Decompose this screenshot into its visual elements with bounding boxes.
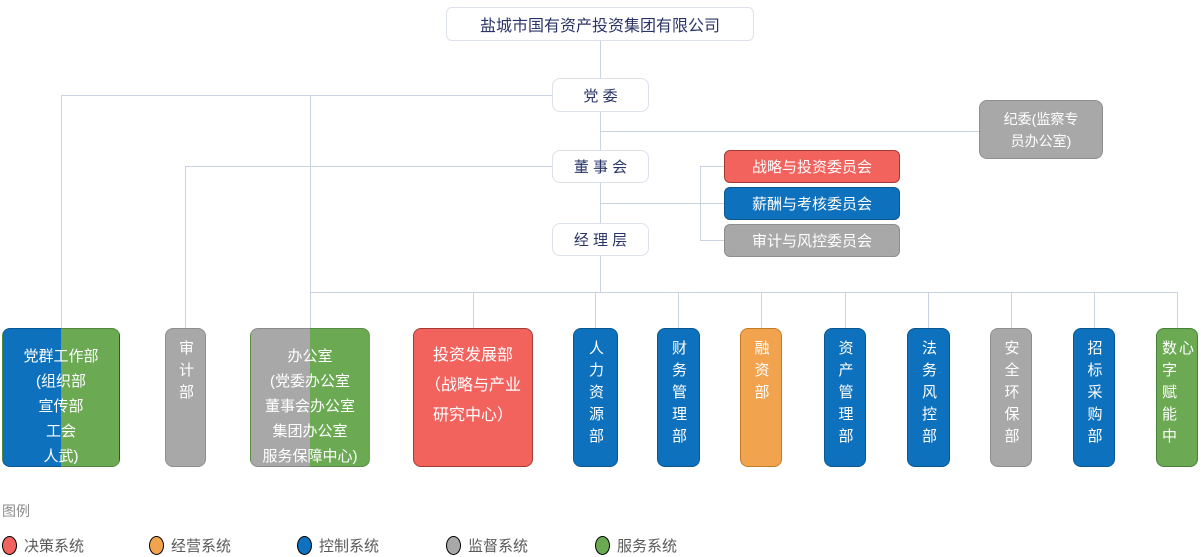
dept-finance-management-box: 财务管理部: [657, 328, 700, 467]
dept-label: 融资部: [752, 340, 770, 406]
legend-label: 控制系统: [319, 538, 380, 555]
management-box: 经 理 层: [552, 223, 649, 256]
connector-line: [600, 256, 601, 292]
legend-swatch-decision: [2, 536, 17, 555]
dept-label: 资产管理部: [836, 340, 854, 450]
connector-line: [61, 95, 62, 328]
dept-party-mass-work-box: 党群工作部 (组织部 宣传部 工会 人武): [2, 328, 120, 467]
connector-line: [600, 203, 724, 204]
discipline-committee-box: 纪委(监察专 员办公室): [979, 100, 1103, 159]
connector-line: [185, 166, 552, 167]
legend-swatch-supervision: [446, 536, 461, 555]
legend-swatch-control: [297, 536, 312, 555]
connector-line: [595, 292, 596, 328]
legend-label: 服务系统: [617, 538, 678, 555]
dept-audit-box: 审计部: [165, 328, 206, 467]
connector-line: [928, 292, 929, 328]
legend-item: 服务系统: [595, 535, 677, 556]
connector-line: [600, 131, 979, 132]
dept-label: 安全环保部: [1002, 340, 1020, 450]
dept-investment-development-box: 投资发展部 （战略与产业 研究中心）: [413, 328, 533, 467]
legend-item: 控制系统: [297, 535, 379, 556]
dept-label: 财务管理部: [670, 340, 687, 450]
legend-label: 决策系统: [24, 538, 85, 555]
connector-line: [185, 166, 186, 328]
dept-legal-risk-box: 法务风控部: [907, 328, 950, 467]
dept-label: 审计部: [177, 340, 194, 406]
connector-line: [845, 292, 846, 328]
dept-general-office-box: 办公室 (党委办公室 董事会办公室 集团办公室 服务保障中心): [250, 328, 370, 467]
legend-item: 决策系统: [2, 535, 84, 556]
connector-line: [761, 292, 762, 328]
org-root-box: 盐城市国有资产投资集团有限公司: [446, 7, 754, 41]
connector-line: [310, 95, 311, 328]
dept-asset-management-box: 资产管理部: [824, 328, 866, 467]
dept-label: 法务风控部: [920, 340, 937, 450]
legend-swatch-service: [595, 536, 610, 555]
audit-risk-committee-box: 审计与风控委员会: [724, 224, 900, 257]
connector-line: [600, 41, 601, 78]
dept-financing-box: 融资部: [740, 328, 782, 467]
connector-line: [700, 166, 724, 167]
dept-bidding-procurement-box: 招标采购部: [1073, 328, 1115, 467]
dept-label: 数字赋能中心: [1160, 340, 1194, 450]
legend-swatch-operation: [149, 536, 164, 555]
legend-title: 图例: [2, 503, 30, 519]
legend-item: 监督系统: [446, 535, 528, 556]
connector-line: [678, 292, 679, 328]
dept-digital-enablement-box: 数字赋能中心: [1156, 328, 1198, 467]
legend-item: 经营系统: [149, 535, 231, 556]
connector-line: [61, 95, 552, 96]
connector-line: [1011, 292, 1012, 328]
legend-label: 监督系统: [468, 538, 529, 555]
connector-line: [700, 166, 701, 241]
dept-label: 招标采购部: [1085, 340, 1103, 450]
party-committee-box: 党 委: [552, 78, 649, 112]
dept-safety-environment-box: 安全环保部: [990, 328, 1032, 467]
dept-human-resources-box: 人力资源部: [573, 328, 618, 467]
connector-line: [1177, 292, 1178, 328]
connector-line: [310, 292, 1178, 293]
connector-line: [1094, 292, 1095, 328]
dept-label: 人力资源部: [587, 340, 604, 450]
legend-label: 经营系统: [171, 538, 232, 555]
connector-line: [700, 240, 724, 241]
strategy-investment-committee-box: 战略与投资委员会: [724, 150, 900, 183]
compensation-appraisal-committee-box: 薪酬与考核委员会: [724, 187, 900, 220]
board-box: 董 事 会: [552, 150, 649, 183]
connector-line: [473, 292, 474, 328]
